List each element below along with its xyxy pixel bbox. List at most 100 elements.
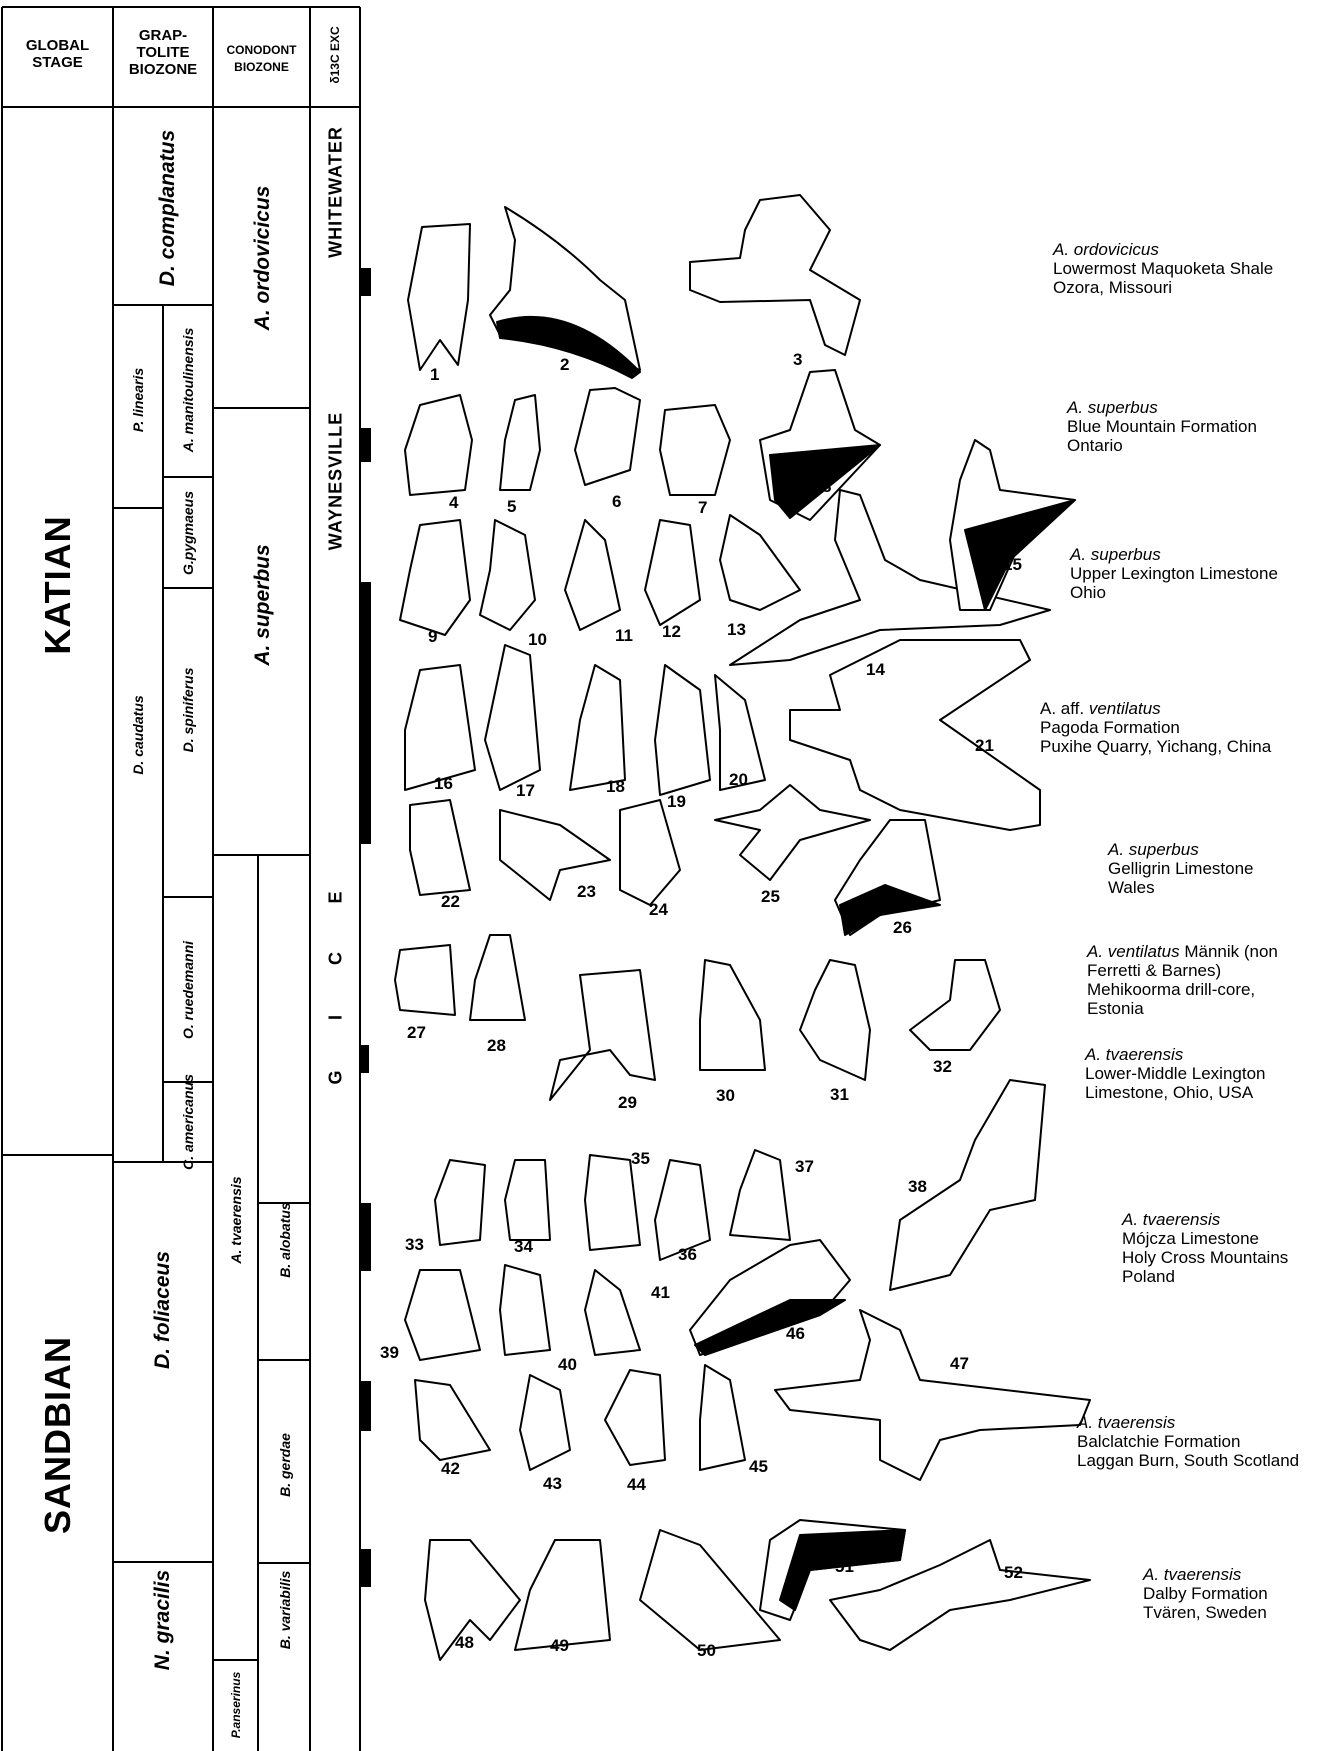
specimen-number: 38 — [908, 1177, 927, 1197]
graptolite-d-foliaceus: D. foliaceus — [151, 1251, 175, 1369]
specimen-number: 6 — [612, 492, 621, 512]
locality-5-line: Gelligrin Limestone — [1108, 859, 1254, 878]
locality-2-line: Ontario — [1067, 436, 1123, 455]
excursion-gice-e: E — [326, 890, 347, 903]
specimen-number: 7 — [698, 498, 707, 518]
specimen-6-drawing — [575, 388, 640, 485]
specimen-number: 13 — [727, 620, 746, 640]
specimen-22-drawing — [410, 800, 470, 895]
header-global-stage: GLOBAL STAGE — [2, 37, 113, 71]
header-graptolite-biozone: GRAP- TOLITE BIOZONE — [113, 27, 213, 78]
specimen-number: 48 — [455, 1633, 474, 1653]
specimen-40-drawing — [500, 1265, 550, 1355]
specimen-number: 50 — [697, 1641, 716, 1661]
specimen-24-drawing — [620, 800, 680, 905]
specimen-number: 27 — [407, 1023, 426, 1043]
excursion-gice-g: G — [326, 1069, 347, 1084]
specimen-number: 51 — [835, 1557, 854, 1577]
conodont-a-tvaerensis: A. tvaerensis — [228, 1176, 244, 1263]
specimen-number: 42 — [441, 1459, 460, 1479]
conodont-a-superbus: A. superbus — [251, 544, 275, 665]
header-d13c-exc: δ13C EXC — [328, 26, 342, 83]
locality-2: A. superbus Blue Mountain Formation Onta… — [1067, 398, 1257, 455]
locality-3-species: A. superbus — [1070, 545, 1161, 564]
specimen-number: 20 — [729, 770, 748, 790]
locality-8-line: Mójcza Limestone — [1122, 1229, 1259, 1248]
locality-4: A. aff. ventilatus Pagoda Formation Puxi… — [1040, 699, 1271, 756]
specimen-28-drawing — [470, 935, 525, 1020]
specimen-number: 39 — [380, 1343, 399, 1363]
locality-8-species: A. tvaerensis — [1122, 1210, 1220, 1229]
specimen-number: 19 — [667, 792, 686, 812]
graptolite-g-pygmaeus: G.pygmaeus — [180, 491, 196, 575]
conodont-b-variabilis: B. variabilis — [277, 1571, 293, 1650]
specimen-9-drawing — [400, 520, 470, 635]
specimen-30-drawing — [700, 960, 765, 1070]
conodont-b-gerdae: B. gerdae — [277, 1433, 293, 1497]
specimen-17-drawing — [485, 645, 540, 790]
graptolite-c-americanus: C. americanus — [180, 1074, 196, 1170]
specimen-number: 14 — [866, 660, 885, 680]
specimen-number: 1 — [430, 365, 439, 385]
locality-7-species: A. tvaerensis — [1085, 1045, 1183, 1064]
specimen-21-drawing — [790, 640, 1040, 830]
specimen-number: 35 — [631, 1149, 650, 1169]
locality-5: A. superbus Gelligrin Limestone Wales — [1108, 840, 1254, 897]
specimen-number: 32 — [933, 1057, 952, 1077]
specimen-18-drawing — [570, 665, 625, 790]
locality-6-line: Ferretti & Barnes) — [1087, 961, 1221, 980]
specimen-number: 3 — [793, 350, 802, 370]
specimen-number: 2 — [560, 355, 569, 375]
specimen-1-drawing — [408, 224, 470, 370]
specimen-number: 36 — [678, 1245, 697, 1265]
specimen-number: 41 — [651, 1283, 670, 1303]
specimen-number: 16 — [434, 774, 453, 794]
excursion-gice-c: C — [326, 951, 347, 965]
specimen-number: 44 — [627, 1475, 646, 1495]
locality-9-species: A. tvaerensis — [1077, 1413, 1175, 1432]
locality-3-line: Upper Lexington Limestone — [1070, 564, 1278, 583]
graptolite-p-linearis: P. linearis — [130, 368, 146, 432]
specimen-number: 25 — [761, 887, 780, 907]
specimen-19-drawing — [655, 665, 710, 795]
graptolite-d-caudatus: D. caudatus — [130, 695, 146, 774]
excursion-gice-i: I — [326, 1014, 347, 1020]
specimen-number: 52 — [1004, 1563, 1023, 1583]
graptolite-o-ruedemanni: O. ruedemanni — [180, 941, 196, 1039]
graptolite-d-spiniferus: D. spiniferus — [180, 668, 196, 753]
specimen-45-drawing — [700, 1365, 745, 1470]
specimen-number: 31 — [830, 1085, 849, 1105]
locality-4-prefix: A. aff. — [1040, 699, 1089, 718]
specimen-44-drawing — [605, 1370, 665, 1465]
locality-10-line: Tvären, Sweden — [1143, 1603, 1267, 1622]
specimen-number: 17 — [516, 781, 535, 801]
specimen-3-drawing — [690, 195, 860, 355]
specimen-number: 9 — [428, 627, 437, 647]
locality-6: A. ventilatus Männik (non Ferretti & Bar… — [1087, 942, 1278, 1018]
locality-5-line: Wales — [1108, 878, 1155, 897]
specimen-number: 28 — [487, 1036, 506, 1056]
locality-3: A. superbus Upper Lexington Limestone Oh… — [1070, 545, 1278, 602]
specimen-35-drawing — [585, 1155, 640, 1250]
specimen-4-drawing — [405, 395, 472, 495]
specimen-41-drawing — [585, 1270, 640, 1355]
specimen-43-drawing — [520, 1375, 570, 1470]
locality-9-line: Laggan Burn, South Scotland — [1077, 1451, 1299, 1470]
specimen-number: 18 — [606, 777, 625, 797]
specimen-number: 23 — [577, 882, 596, 902]
specimen-7-drawing — [660, 405, 730, 495]
specimen-number: 29 — [618, 1093, 637, 1113]
header-graptolite-text: GRAP- TOLITE BIOZONE — [129, 27, 197, 78]
header-conodont-text: CONODONT BIOZONE — [227, 43, 297, 74]
specimen-number: 10 — [528, 630, 547, 650]
specimen-number: 46 — [786, 1324, 805, 1344]
specimen-50-drawing — [640, 1530, 780, 1650]
specimen-47-drawing — [775, 1310, 1090, 1480]
header-global-stage-text: GLOBAL STAGE — [26, 37, 89, 71]
specimen-number: 45 — [749, 1457, 768, 1477]
locality-4-species: ventilatus — [1089, 699, 1161, 718]
specimen-25-drawing — [715, 785, 870, 880]
locality-3-line: Ohio — [1070, 583, 1106, 602]
locality-1-line: Ozora, Missouri — [1053, 278, 1172, 297]
specimen-number: 15 — [1003, 555, 1022, 575]
